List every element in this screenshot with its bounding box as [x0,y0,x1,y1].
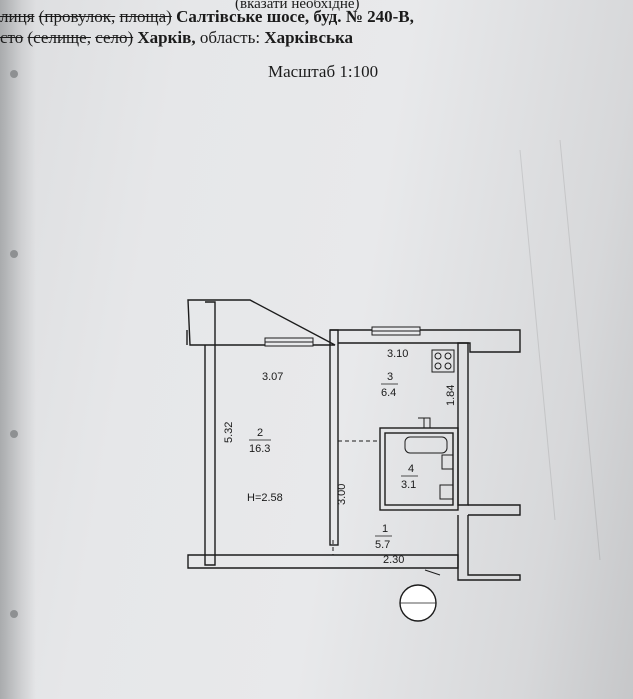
region-value: Харківська [264,28,354,47]
wall-right [457,342,469,506]
room-area: 5.7 [375,539,390,551]
room-number: 2 [257,427,263,439]
room-number: 3 [387,371,393,383]
city-struck-label: сто [0,28,24,47]
room-label-3: 3 6.4 [381,371,398,399]
dim-1-84: 1.84 [445,385,457,406]
room-area: 3.1 [401,479,416,491]
sink-icon [418,417,431,428]
address-street-line: лиця (провулок, площа) Салтівське шосе, … [0,7,414,27]
dim-3-00: 3.00 [336,484,348,505]
room-label-1: 1 5.7 [375,523,392,551]
wall-left [204,301,216,566]
toilet-icon [441,454,454,470]
street-struck-label: лиця [0,7,35,26]
wall-top-right [330,329,521,353]
room-label-4: 4 3.1 [401,463,418,491]
dim-3-07: 3.07 [262,371,283,383]
bathtub-icon [404,436,448,454]
city-struck-label: (селище, [27,28,91,47]
page-shadow [0,0,36,699]
region-label: область: [199,28,261,47]
bathroom-walls [379,427,459,511]
street-struck-label: (провулок, [38,7,116,26]
dim-3-10: 3.10 [387,348,408,360]
street-struck-label: площа) [119,7,172,26]
city-value: Харків, [137,28,196,47]
partition-wall [329,329,339,546]
room-area: 6.4 [381,387,396,399]
wall-bottom [187,554,459,569]
room-number: 1 [382,523,388,535]
room-label-2: 2 16.3 [249,427,271,455]
scale-label: Масштаб 1:100 [268,62,379,81]
ceiling-height: H=2.58 [247,492,283,504]
street-value: Салтівське шосе, буд. № 240-В, [176,7,414,26]
stove-icon [431,349,455,373]
washbasin-icon [439,484,454,500]
header-note: (вказати необхідне) [235,0,360,12]
dim-5-32: 5.32 [223,422,235,443]
room-area: 16.3 [249,443,270,455]
wall-top-left [187,299,336,346]
binding-holes [10,70,20,690]
dim-2-30: 2.30 [383,554,404,566]
room-number: 4 [408,463,414,475]
city-struck-label: село) [95,28,134,47]
address-city-line: сто (селище, село) Харків, область: Харк… [0,28,353,48]
